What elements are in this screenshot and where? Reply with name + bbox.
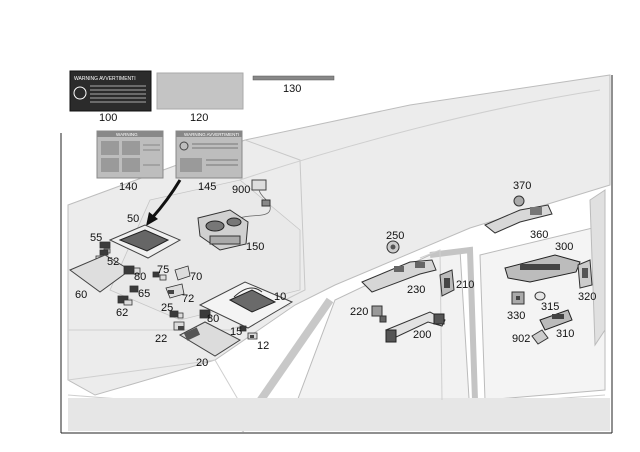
bracket-72	[165, 283, 185, 299]
callout-72: 72	[182, 293, 194, 305]
clip-330	[511, 291, 525, 305]
callout-140: 140	[119, 181, 137, 193]
callout-15: 15	[230, 326, 242, 338]
callout-75: 75	[157, 264, 169, 276]
lamp-310	[539, 309, 573, 331]
bracket-70	[174, 265, 191, 281]
clip-62	[117, 295, 133, 306]
callout-25: 25	[161, 302, 173, 314]
bracket-320	[577, 259, 593, 289]
callout-150: 150	[246, 241, 264, 253]
bulb-315	[534, 291, 546, 301]
bracket-80-left	[123, 265, 141, 275]
pointer-arrow	[150, 179, 182, 219]
vanity-mirror-50	[108, 224, 182, 259]
callout-50: 50	[127, 213, 139, 225]
strip-label-130	[252, 75, 335, 81]
callout-370: 370	[513, 180, 531, 192]
callout-22: 22	[155, 333, 167, 345]
label-120	[156, 72, 244, 110]
callout-145: 145	[198, 181, 216, 193]
callout-250: 250	[386, 230, 404, 242]
speaker-250	[386, 240, 400, 254]
wiring-harness-900	[239, 179, 271, 219]
pad-902	[531, 329, 549, 345]
callout-70: 70	[190, 271, 202, 283]
sensor-370	[513, 195, 525, 207]
callout-10: 10	[274, 291, 286, 303]
callout-300: 300	[555, 241, 573, 253]
warning-label-145: WARNING AVVERTIMENTI	[175, 130, 243, 179]
callouts: 100 120 130 140 145 900 150 50 55 52 60 …	[75, 83, 596, 369]
callout-220: 220	[350, 306, 368, 318]
frame	[60, 75, 613, 434]
warning-label-100: WARNING AVVERTIMENTI	[69, 70, 152, 112]
callout-230: 230	[407, 284, 425, 296]
clip-25	[169, 310, 184, 319]
callout-100: 100	[99, 112, 117, 124]
warning-label-145-heading: WARNING AVVERTIMENTI	[184, 132, 239, 137]
warning-label-140-heading: WARNING	[116, 132, 138, 137]
callout-200: 200	[413, 329, 431, 341]
clip-22	[173, 321, 185, 331]
callout-902: 902	[512, 333, 530, 345]
callout-360: 360	[530, 229, 548, 241]
clip-75	[152, 271, 167, 281]
pointer-arrowhead	[146, 212, 158, 226]
callout-80-left: 80	[134, 271, 146, 283]
callout-52: 52	[107, 256, 119, 268]
clip-65	[129, 285, 139, 293]
callout-210: 210	[456, 279, 474, 291]
callout-900: 900	[232, 184, 250, 196]
callout-120: 120	[190, 112, 208, 124]
overhead-console-150	[197, 209, 249, 251]
clip-220	[371, 305, 387, 323]
callout-330: 330	[507, 310, 525, 322]
roof-console-300	[504, 254, 581, 283]
grab-handle-230	[361, 259, 437, 293]
callout-62: 62	[116, 307, 128, 319]
callout-55: 55	[90, 232, 102, 244]
callout-65: 65	[138, 288, 150, 300]
callout-60: 60	[75, 289, 87, 301]
rear-console-360	[484, 204, 553, 234]
warning-label-100-heading: WARNING AVVERTIMENTI	[74, 76, 136, 82]
bracket-80-right	[199, 309, 211, 319]
callout-130: 130	[283, 83, 301, 95]
handle-200	[385, 311, 446, 343]
callout-20: 20	[196, 357, 208, 369]
sunvisor-20-mirror	[183, 327, 201, 341]
light-210	[439, 269, 455, 297]
sunvisor-10	[198, 281, 294, 329]
warning-label-140: WARNING	[96, 130, 164, 179]
callout-320: 320	[578, 291, 596, 303]
clip-15	[239, 325, 247, 332]
callout-12: 12	[257, 340, 269, 352]
clip-12	[247, 332, 258, 340]
callout-310: 310	[556, 328, 574, 340]
callout-315: 315	[541, 301, 559, 313]
callout-80-right: 80	[207, 313, 219, 325]
